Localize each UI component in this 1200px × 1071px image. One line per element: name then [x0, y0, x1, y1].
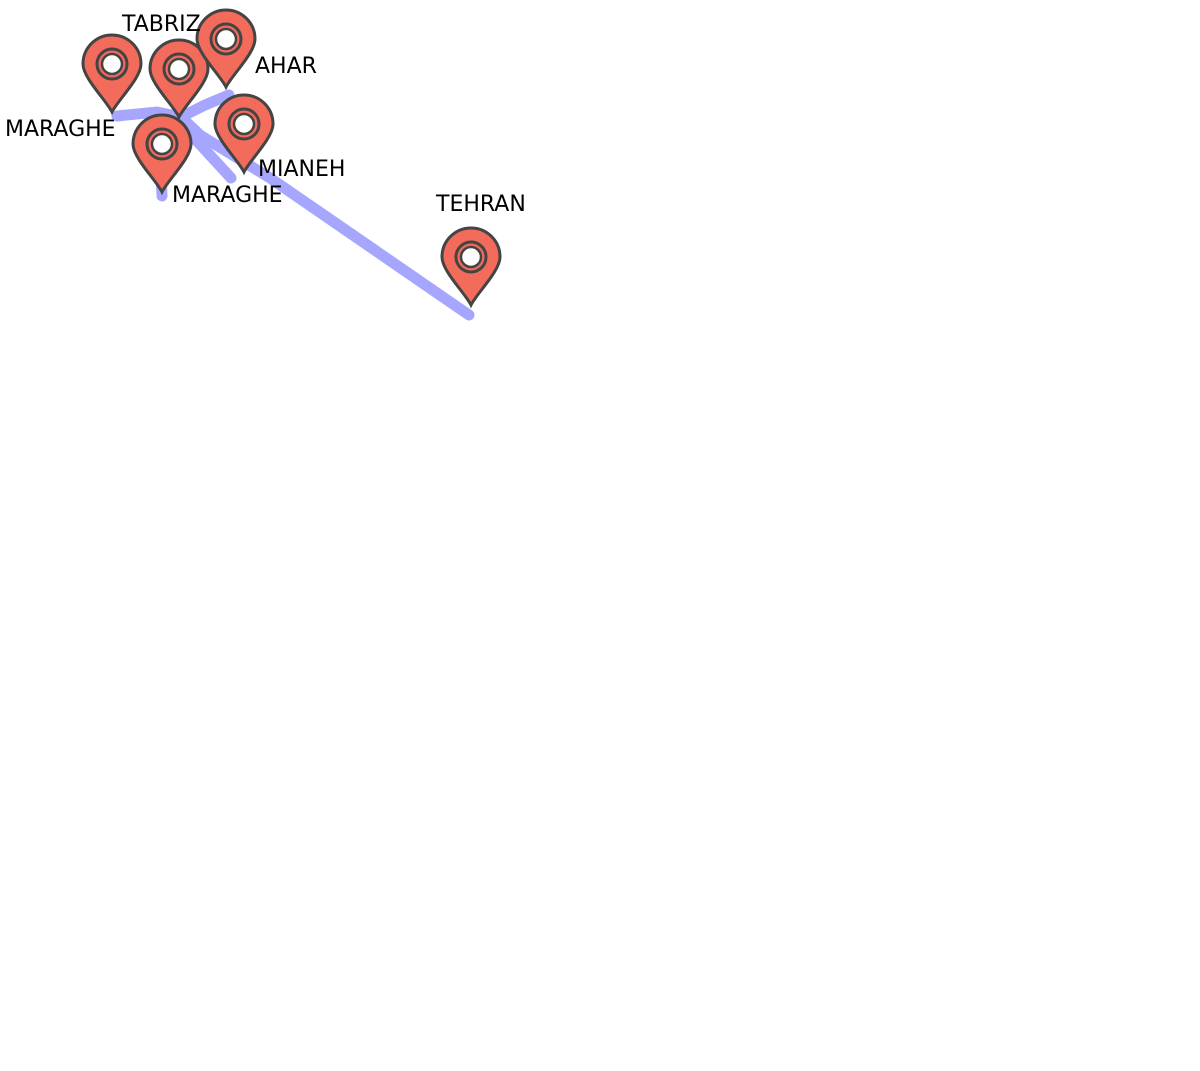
marker-hole [167, 57, 191, 81]
marker-ahar[interactable] [195, 8, 257, 91]
city-label-mianeh: MIANEH [258, 157, 345, 182]
marker-hole [214, 27, 238, 51]
marker-mianeh[interactable] [213, 93, 275, 176]
marker-hole [100, 52, 124, 76]
city-label-tabriz: TABRIZ [121, 12, 201, 37]
marker-hole [232, 112, 256, 136]
marker-maraghe-south[interactable] [131, 113, 193, 196]
marker-hole [459, 245, 483, 269]
marker-tehran[interactable] [440, 226, 502, 309]
city-label-ahar: AHAR [255, 54, 317, 79]
route-tabriz-to-ahar [175, 89, 235, 123]
marker-tabriz[interactable] [148, 38, 210, 121]
marker-hole [150, 132, 174, 156]
city-label-maraghe-west: MARAGHE [5, 117, 116, 142]
markers-layer [81, 8, 502, 309]
marker-maraghe-west[interactable] [81, 33, 143, 116]
city-label-tehran: TEHRAN [435, 192, 526, 217]
city-label-maraghe-south: MARAGHE [172, 183, 283, 208]
